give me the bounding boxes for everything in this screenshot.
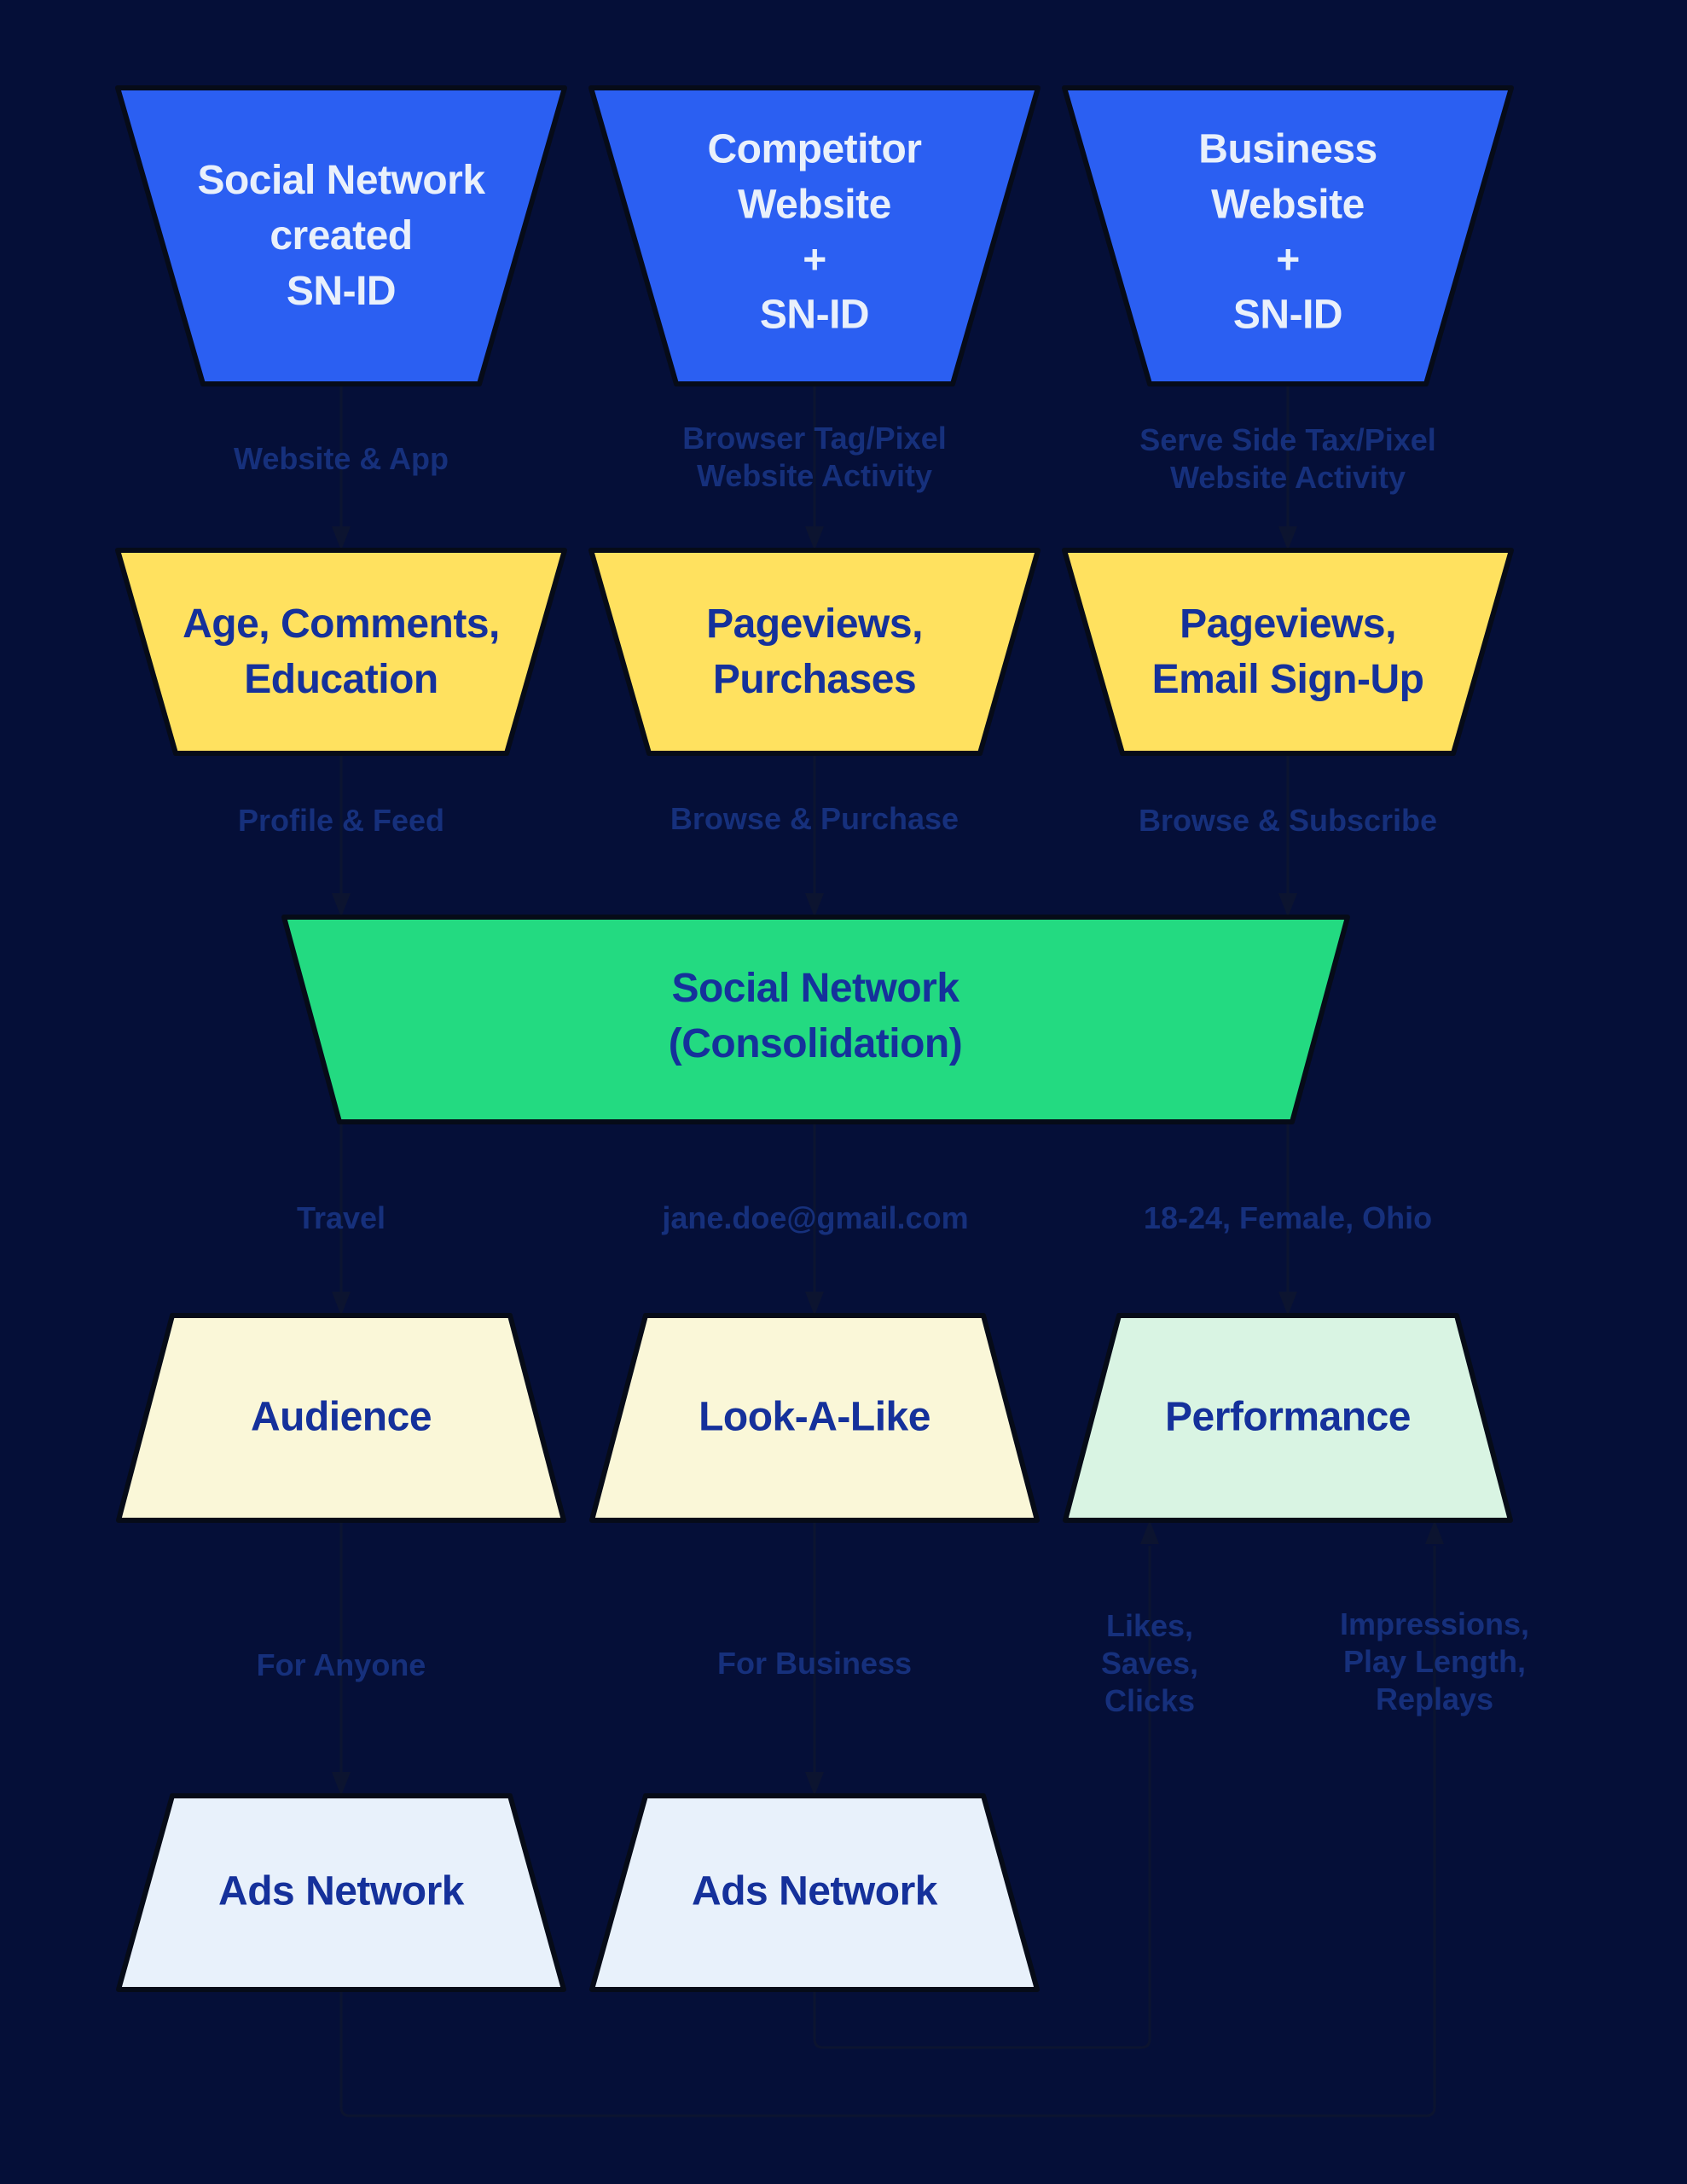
- node-social-network-consolidation-shape: [281, 915, 1350, 1124]
- arrowhead-up-icon: [1140, 1520, 1159, 1544]
- arrowhead-down-icon: [805, 1772, 824, 1796]
- edge-ads-right-to-performance: [813, 1546, 1151, 2049]
- node-social-network-created-shape: [115, 85, 567, 386]
- node-ads-network-right-shape: [589, 1793, 1040, 1992]
- arrowhead-down-icon: [1278, 893, 1297, 917]
- node-audience-shape: [116, 1313, 566, 1523]
- arrowhead-down-icon: [332, 1772, 351, 1796]
- edge-ads-left-to-performance: [339, 1546, 1436, 2117]
- arrowhead-down-icon: [332, 1292, 351, 1316]
- node-performance-shape: [1063, 1313, 1513, 1523]
- node-pageviews-purchases-shape: [588, 548, 1041, 756]
- arrowhead-down-icon: [805, 526, 824, 550]
- arrowhead-down-icon: [1278, 1292, 1297, 1316]
- node-age-comments-education-shape: [115, 548, 567, 756]
- node-ads-network-left-shape: [116, 1793, 566, 1992]
- node-pageviews-email-signup-shape: [1062, 548, 1514, 756]
- arrowhead-down-icon: [1278, 526, 1297, 550]
- connector-layer: [332, 384, 1444, 2117]
- arrowhead-down-icon: [805, 893, 824, 917]
- node-look-a-like-shape: [589, 1313, 1040, 1523]
- arrowhead-down-icon: [332, 893, 351, 917]
- arrowhead-up-icon: [1425, 1520, 1444, 1544]
- node-business-website-shape: [1062, 85, 1514, 386]
- node-competitor-website-shape: [588, 85, 1041, 386]
- node-layer: [115, 85, 1514, 1992]
- arrowhead-down-icon: [332, 526, 351, 550]
- arrowhead-down-icon: [805, 1292, 824, 1316]
